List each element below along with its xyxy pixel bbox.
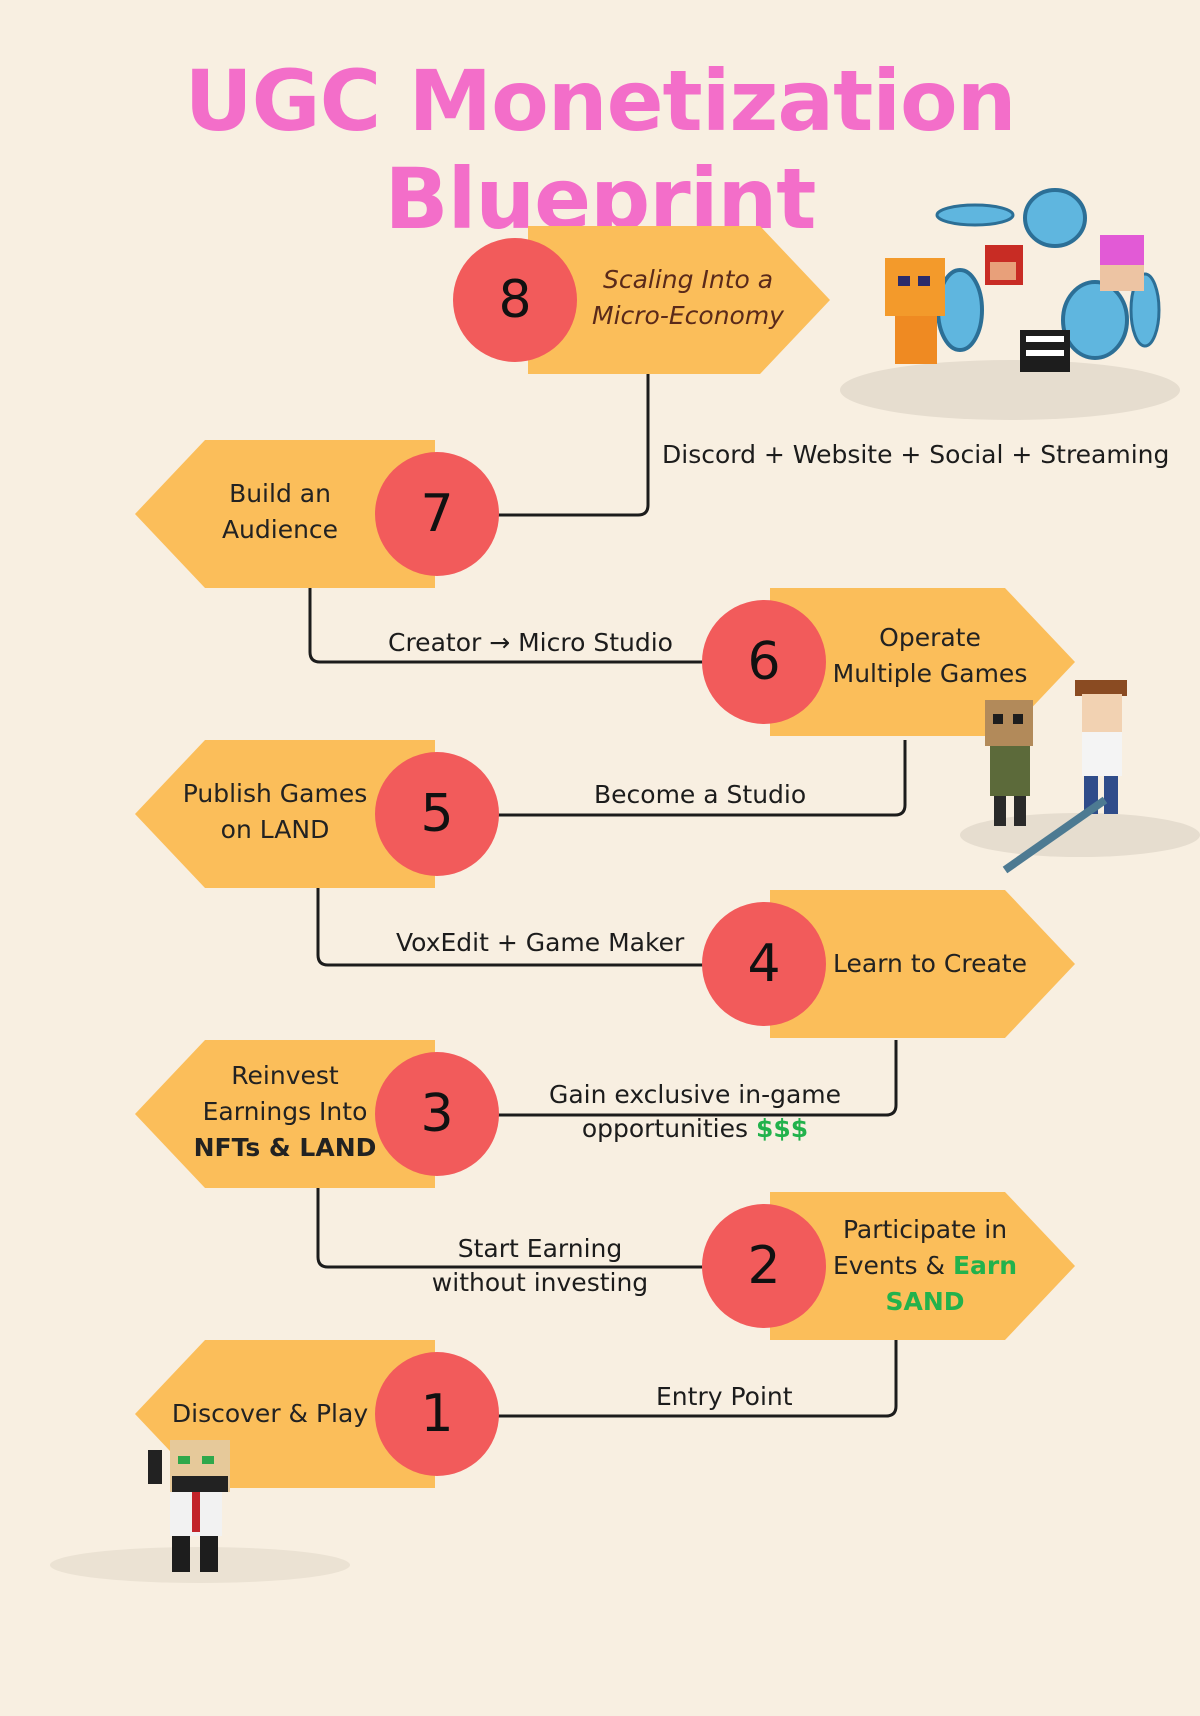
step-7-line1: Build an — [229, 479, 331, 508]
step-3-line1: Reinvest — [231, 1061, 339, 1090]
step-label-7: Build an Audience — [180, 476, 380, 548]
step-8-line1: Scaling Into a — [602, 265, 774, 294]
banner-8 — [528, 226, 830, 374]
step-2-line2: Events & — [832, 1251, 953, 1280]
step-2-line1: Participate in — [842, 1215, 1008, 1244]
step-circle-7 — [375, 452, 499, 576]
connector-label-3-2: Start Earning without investing — [430, 1232, 650, 1300]
step-number-2: 2 — [747, 1236, 781, 1296]
step-number-1: 1 — [420, 1384, 454, 1444]
step-number-5: 5 — [420, 784, 454, 844]
banner-3 — [135, 1040, 435, 1188]
voxel-businessman-icon — [50, 1440, 350, 1583]
voxel-adventurers-icon — [960, 680, 1200, 874]
banner-2 — [770, 1192, 1075, 1340]
page-title: UGC Monetization Blueprint — [184, 52, 1016, 248]
step-3-line3: NFTs & LAND — [193, 1133, 377, 1162]
connector-4-3-line2: opportunities — [581, 1114, 756, 1143]
step-circle-8 — [453, 238, 577, 362]
voxel-characters-with-coins-icon — [840, 188, 1180, 420]
step-circle-1 — [375, 1352, 499, 1476]
step-label-8: Scaling Into a Micro-Economy — [578, 262, 798, 334]
connector-3-2 — [316, 1188, 760, 1269]
banner-7 — [135, 440, 435, 588]
connector-4-3 — [440, 1040, 898, 1117]
connector-4-3-line1: Gain exclusive in-game — [548, 1080, 842, 1109]
step-4-line1: Learn to Create — [833, 949, 1027, 978]
connector-6-5 — [440, 740, 907, 817]
step-label-6: Operate Multiple Games — [820, 620, 1040, 692]
step-number-7: 7 — [420, 484, 454, 544]
step-label-2: Participate in Events & Earn SAND — [815, 1212, 1035, 1320]
connector-label-6-5: Become a Studio — [594, 780, 807, 809]
step-number-6: 6 — [747, 632, 781, 692]
step-label-5: Publish Games on LAND — [170, 776, 380, 848]
step-circle-5 — [375, 752, 499, 876]
step-circle-3 — [375, 1052, 499, 1176]
step-2-sand: SAND — [885, 1287, 965, 1316]
step-circle-2 — [702, 1204, 826, 1328]
step-5-line2: on LAND — [220, 815, 330, 844]
connector-3-2-line1: Start Earning — [457, 1234, 623, 1263]
connector-label-4-3: Gain exclusive in-game opportunities $$$ — [540, 1078, 850, 1146]
step-number-3: 3 — [420, 1084, 454, 1144]
step-circle-6 — [702, 600, 826, 724]
money-highlight: $$$ — [755, 1114, 809, 1143]
connector-label-8-7: Discord + Website + Social + Streaming — [662, 440, 1170, 469]
step-circle-4 — [702, 902, 826, 1026]
step-6-line1: Operate — [879, 623, 981, 652]
banner-5 — [135, 740, 435, 888]
step-6-line2: Multiple Games — [832, 659, 1028, 688]
step-label-3: Reinvest Earnings Into NFTs & LAND — [180, 1058, 390, 1166]
connector-label-5-4: VoxEdit + Game Maker — [396, 928, 685, 957]
step-number-4: 4 — [747, 934, 781, 994]
connector-8-7 — [440, 372, 650, 517]
connector-label-7-6: Creator → Micro Studio — [388, 628, 673, 657]
connector-5-4 — [316, 888, 760, 967]
step-7-line2: Audience — [221, 515, 339, 544]
step-3-line2: Earnings Into — [202, 1097, 368, 1126]
step-label-4: Learn to Create — [820, 946, 1040, 982]
step-2-earn: Earn — [952, 1251, 1018, 1280]
connector-3-2-line2: without investing — [431, 1268, 649, 1297]
connector-label-2-1: Entry Point — [656, 1382, 793, 1411]
banner-6 — [770, 588, 1075, 736]
step-number-8: 8 — [498, 270, 532, 330]
step-8-line2: Micro-Economy — [592, 301, 784, 330]
step-5-line1: Publish Games — [182, 779, 368, 808]
step-label-1: Discover & Play — [160, 1396, 380, 1432]
connector-7-6 — [308, 585, 760, 664]
banner-4 — [770, 890, 1075, 1038]
step-1-line1: Discover & Play — [171, 1399, 369, 1428]
connector-2-1 — [440, 1340, 898, 1418]
